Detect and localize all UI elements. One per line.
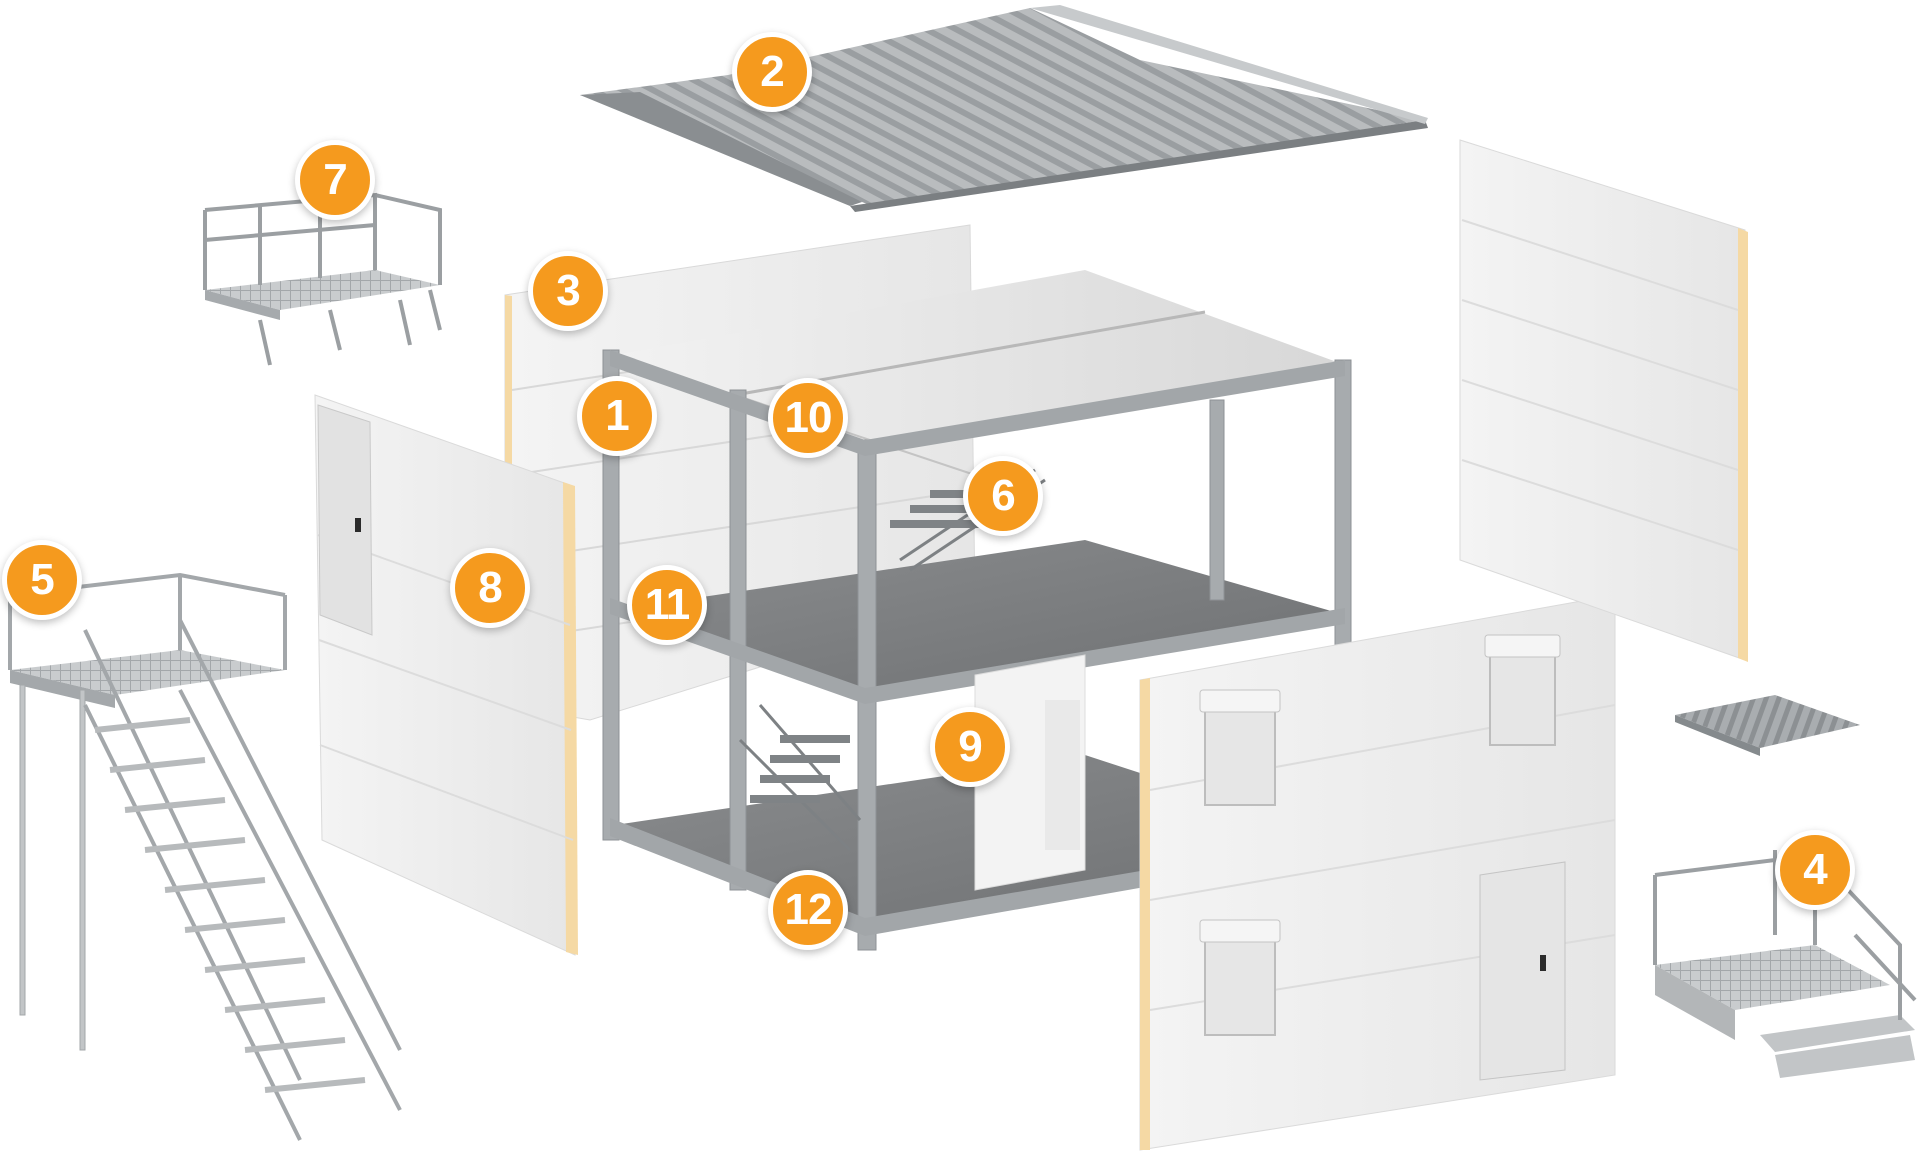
callout-11: 11 — [627, 565, 707, 645]
side-wall-panel-with-door — [314, 394, 578, 956]
gable-roof — [580, 5, 1428, 212]
callout-3: 3 — [528, 251, 608, 331]
callout-9: 9 — [930, 707, 1010, 787]
callout-8: 8 — [450, 548, 530, 628]
callout-12: 12 — [768, 870, 848, 950]
callout-2: 2 — [732, 32, 812, 112]
upper-balcony-platform — [203, 192, 442, 366]
entrance-canopy — [1675, 695, 1860, 756]
callout-1: 1 — [577, 376, 657, 456]
callout-7: 7 — [295, 140, 375, 220]
front-wall-panel-with-windows — [1139, 594, 1616, 1151]
callout-6: 6 — [963, 456, 1043, 536]
callout-5: 5 — [2, 540, 82, 620]
callout-4: 4 — [1775, 830, 1855, 910]
right-side-wall-panel — [1459, 139, 1748, 662]
callout-10: 10 — [768, 378, 848, 458]
